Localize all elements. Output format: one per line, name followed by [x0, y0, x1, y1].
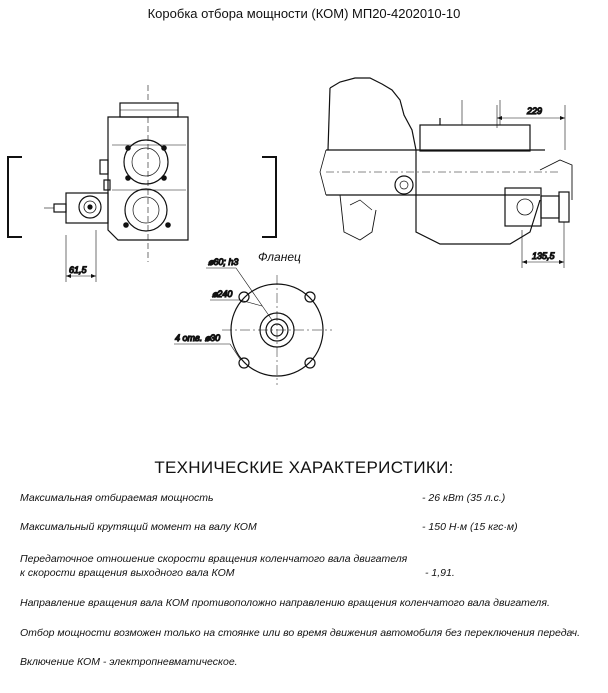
- spec-power-label: Максимальная отбираемая мощность: [20, 492, 214, 504]
- spec-activation: Включение КОМ - электропневматическое.: [20, 656, 238, 668]
- technical-drawing: 61,5: [7, 77, 573, 385]
- spec-ratio-label-1: Передаточное отношение скорости вращения…: [20, 553, 408, 565]
- spec-torque-value: - 150 Н·м (15 кгс·м): [422, 521, 518, 533]
- side-view: [7, 85, 277, 282]
- dim-229: 229: [526, 106, 542, 116]
- flange-label: Фланец: [258, 250, 301, 264]
- dim-135-5: 135,5: [532, 251, 556, 261]
- spec-takeoff: Отбор мощности возможен только на стоянк…: [20, 627, 581, 639]
- installation-view: [319, 77, 573, 268]
- dim-61-5: 61,5: [69, 265, 88, 275]
- spec-direction: Направление вращения вала КОМ противопол…: [20, 597, 550, 609]
- spec-power-value: - 26 кВт (35 л.с.): [422, 492, 506, 504]
- dim-d60: ⌀60; h3: [208, 257, 238, 267]
- spec-torque-label: Максимальный крутящий момент на валу КОМ: [20, 521, 257, 533]
- spec-ratio-label-2: к скорости вращения выходного вала КОМ: [20, 567, 235, 579]
- spec-ratio-value: - 1,91.: [425, 567, 455, 579]
- dim-holes: 4 отв. ⌀30: [175, 333, 220, 343]
- dim-d240: ⌀240: [212, 289, 232, 299]
- flange-view: [174, 267, 332, 385]
- page-title: Коробка отбора мощности (КОМ) МП20-42020…: [147, 6, 461, 21]
- specs-header: ТЕХНИЧЕСКИЕ ХАРАКТЕРИСТИКИ:: [154, 458, 454, 477]
